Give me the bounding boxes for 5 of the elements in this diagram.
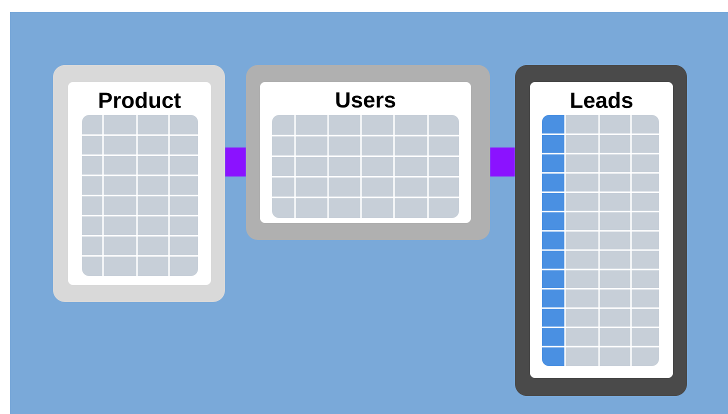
table-title: Product [99, 92, 181, 108]
table-title: Leads [571, 92, 632, 108]
connector-bar [225, 148, 246, 176]
connector-bar [490, 148, 515, 176]
table-title: Users [336, 92, 396, 108]
